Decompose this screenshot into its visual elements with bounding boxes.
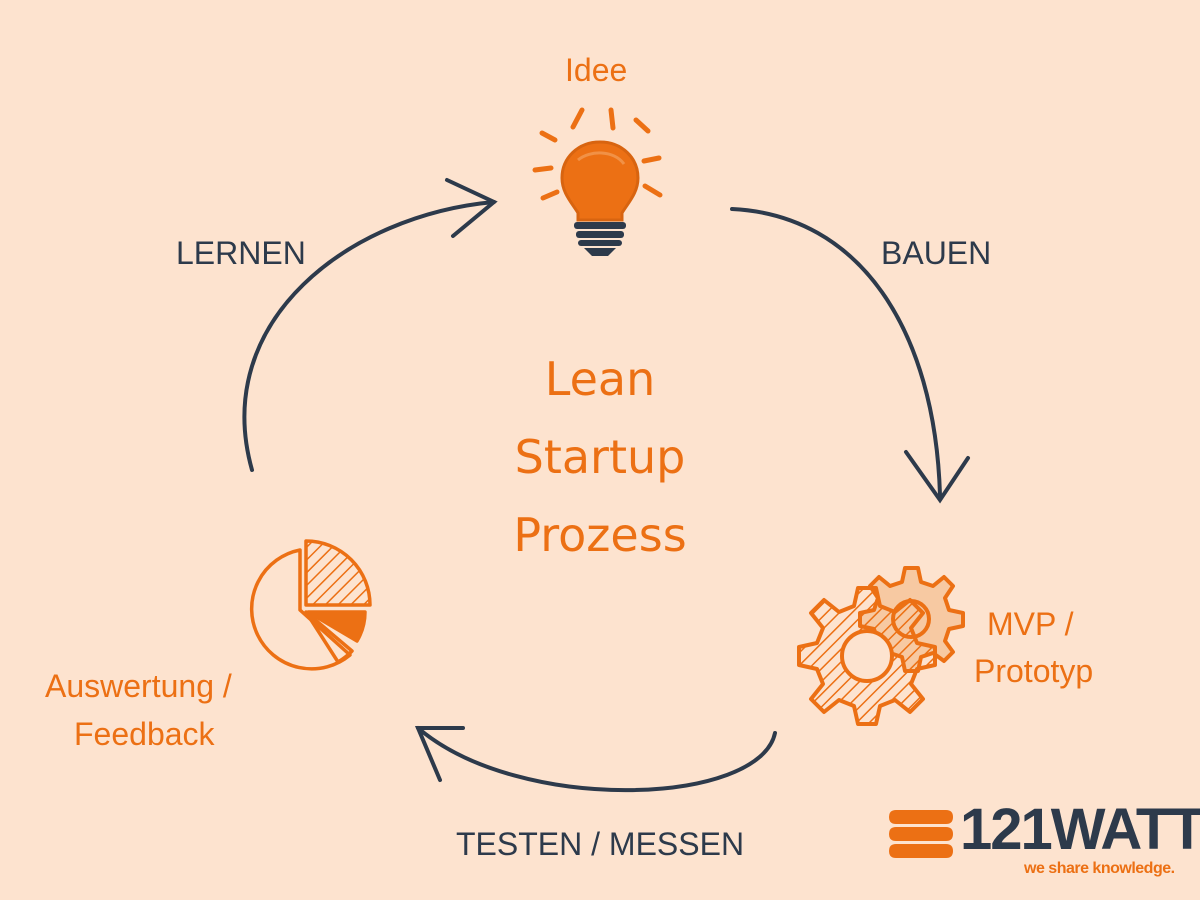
logo-stripes-icon: [889, 810, 953, 858]
diagram-title: Lean Startup Prozess: [450, 340, 750, 574]
logo-name: 121WATT: [960, 797, 1200, 862]
step-learn-label: LERNEN: [176, 235, 306, 271]
logo-tagline: we share knowledge.: [1024, 860, 1175, 877]
pie-chart-icon: [249, 539, 372, 671]
title-line-2: Startup: [514, 430, 686, 484]
title-line-1: Lean: [544, 352, 656, 406]
node-mvp-label-line1: MVP /: [987, 606, 1074, 642]
lightbulb-icon: [532, 107, 663, 256]
arrow-learn: [242, 178, 498, 472]
title-line-3: Prozess: [513, 508, 687, 562]
node-mvp-label-line2: Prototyp: [974, 653, 1094, 689]
gears-icon: [797, 566, 965, 726]
node-feedback-label-line2: Feedback: [74, 716, 215, 752]
step-test-label: TESTEN / MESSEN: [456, 826, 745, 862]
node-feedback-label-line1: Auswertung /: [45, 668, 232, 704]
arrow-test: [414, 726, 777, 793]
step-build-label: BAUEN: [881, 235, 992, 271]
node-idea-label: Idee: [565, 52, 628, 88]
arrow-build: [730, 207, 970, 504]
